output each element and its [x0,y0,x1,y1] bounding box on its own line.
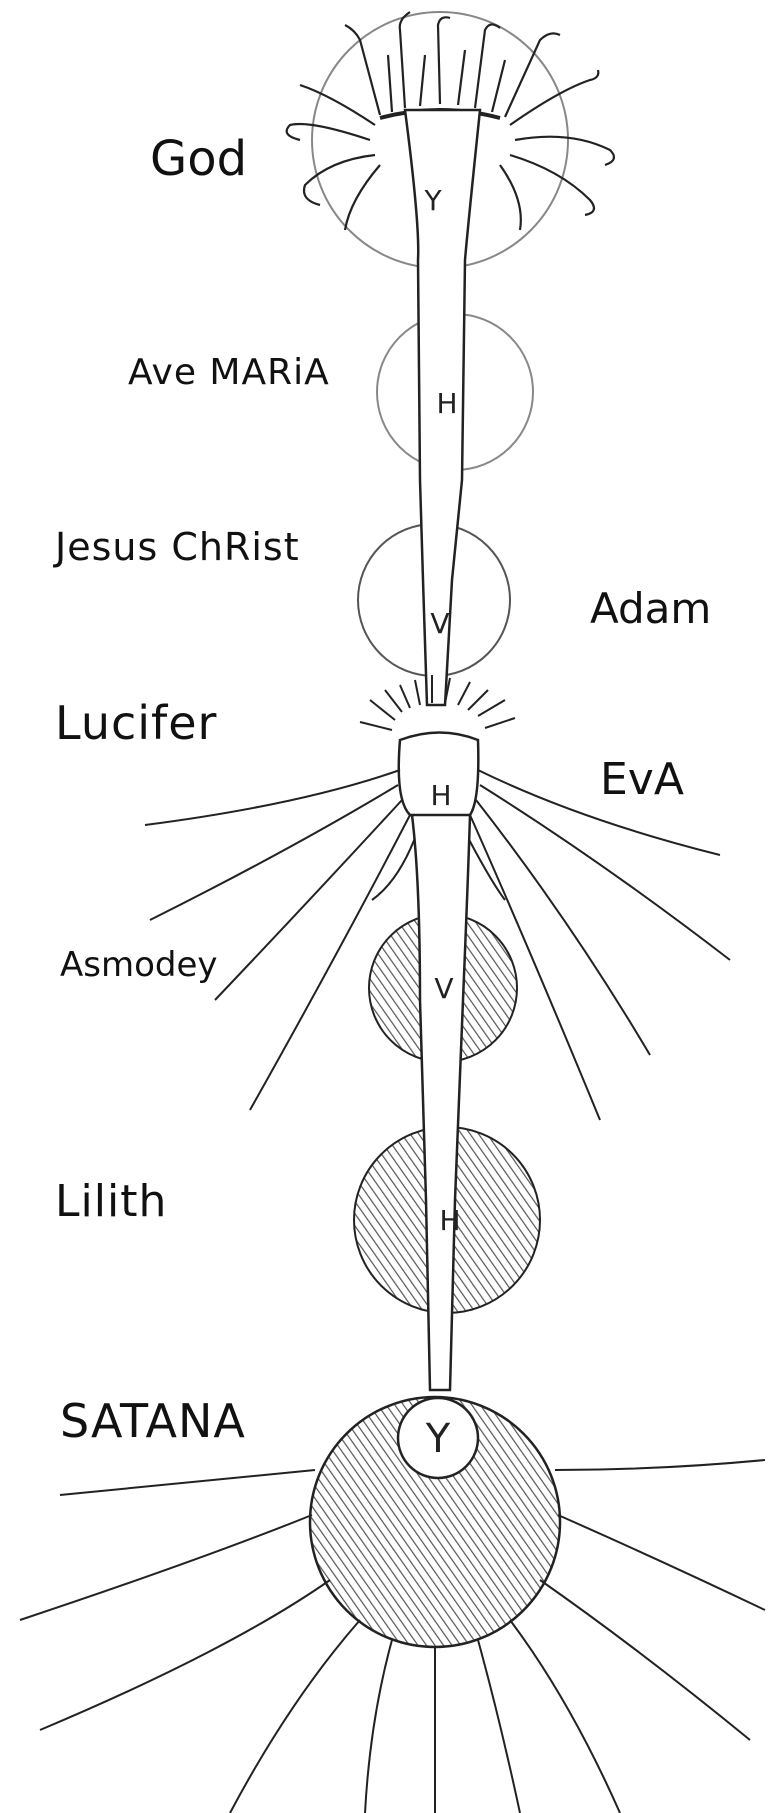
label-lilith: Lilith [55,1180,167,1224]
ave-maria-center-letter: H [436,387,457,420]
label-god: God [150,135,247,183]
label-adam: Adam [590,588,711,630]
lucifer-center-letter: H [430,779,451,812]
god-center-letter: Y [423,184,442,217]
label-satana: SATANA [60,1398,246,1444]
satana-center-letter: Y [425,1416,451,1462]
label-jesus-christ: Jesus ChRist [55,528,300,566]
jesus-center-letter: V [430,607,449,640]
label-asmodey: Asmodey [60,948,218,982]
label-eva: EvA [600,758,684,802]
label-lucifer: Lucifer [55,700,217,746]
asmodey-center-letter: V [434,972,453,1005]
lilith-center-letter: H [439,1204,460,1237]
label-ave-maria: Ave MARiA [128,355,330,391]
